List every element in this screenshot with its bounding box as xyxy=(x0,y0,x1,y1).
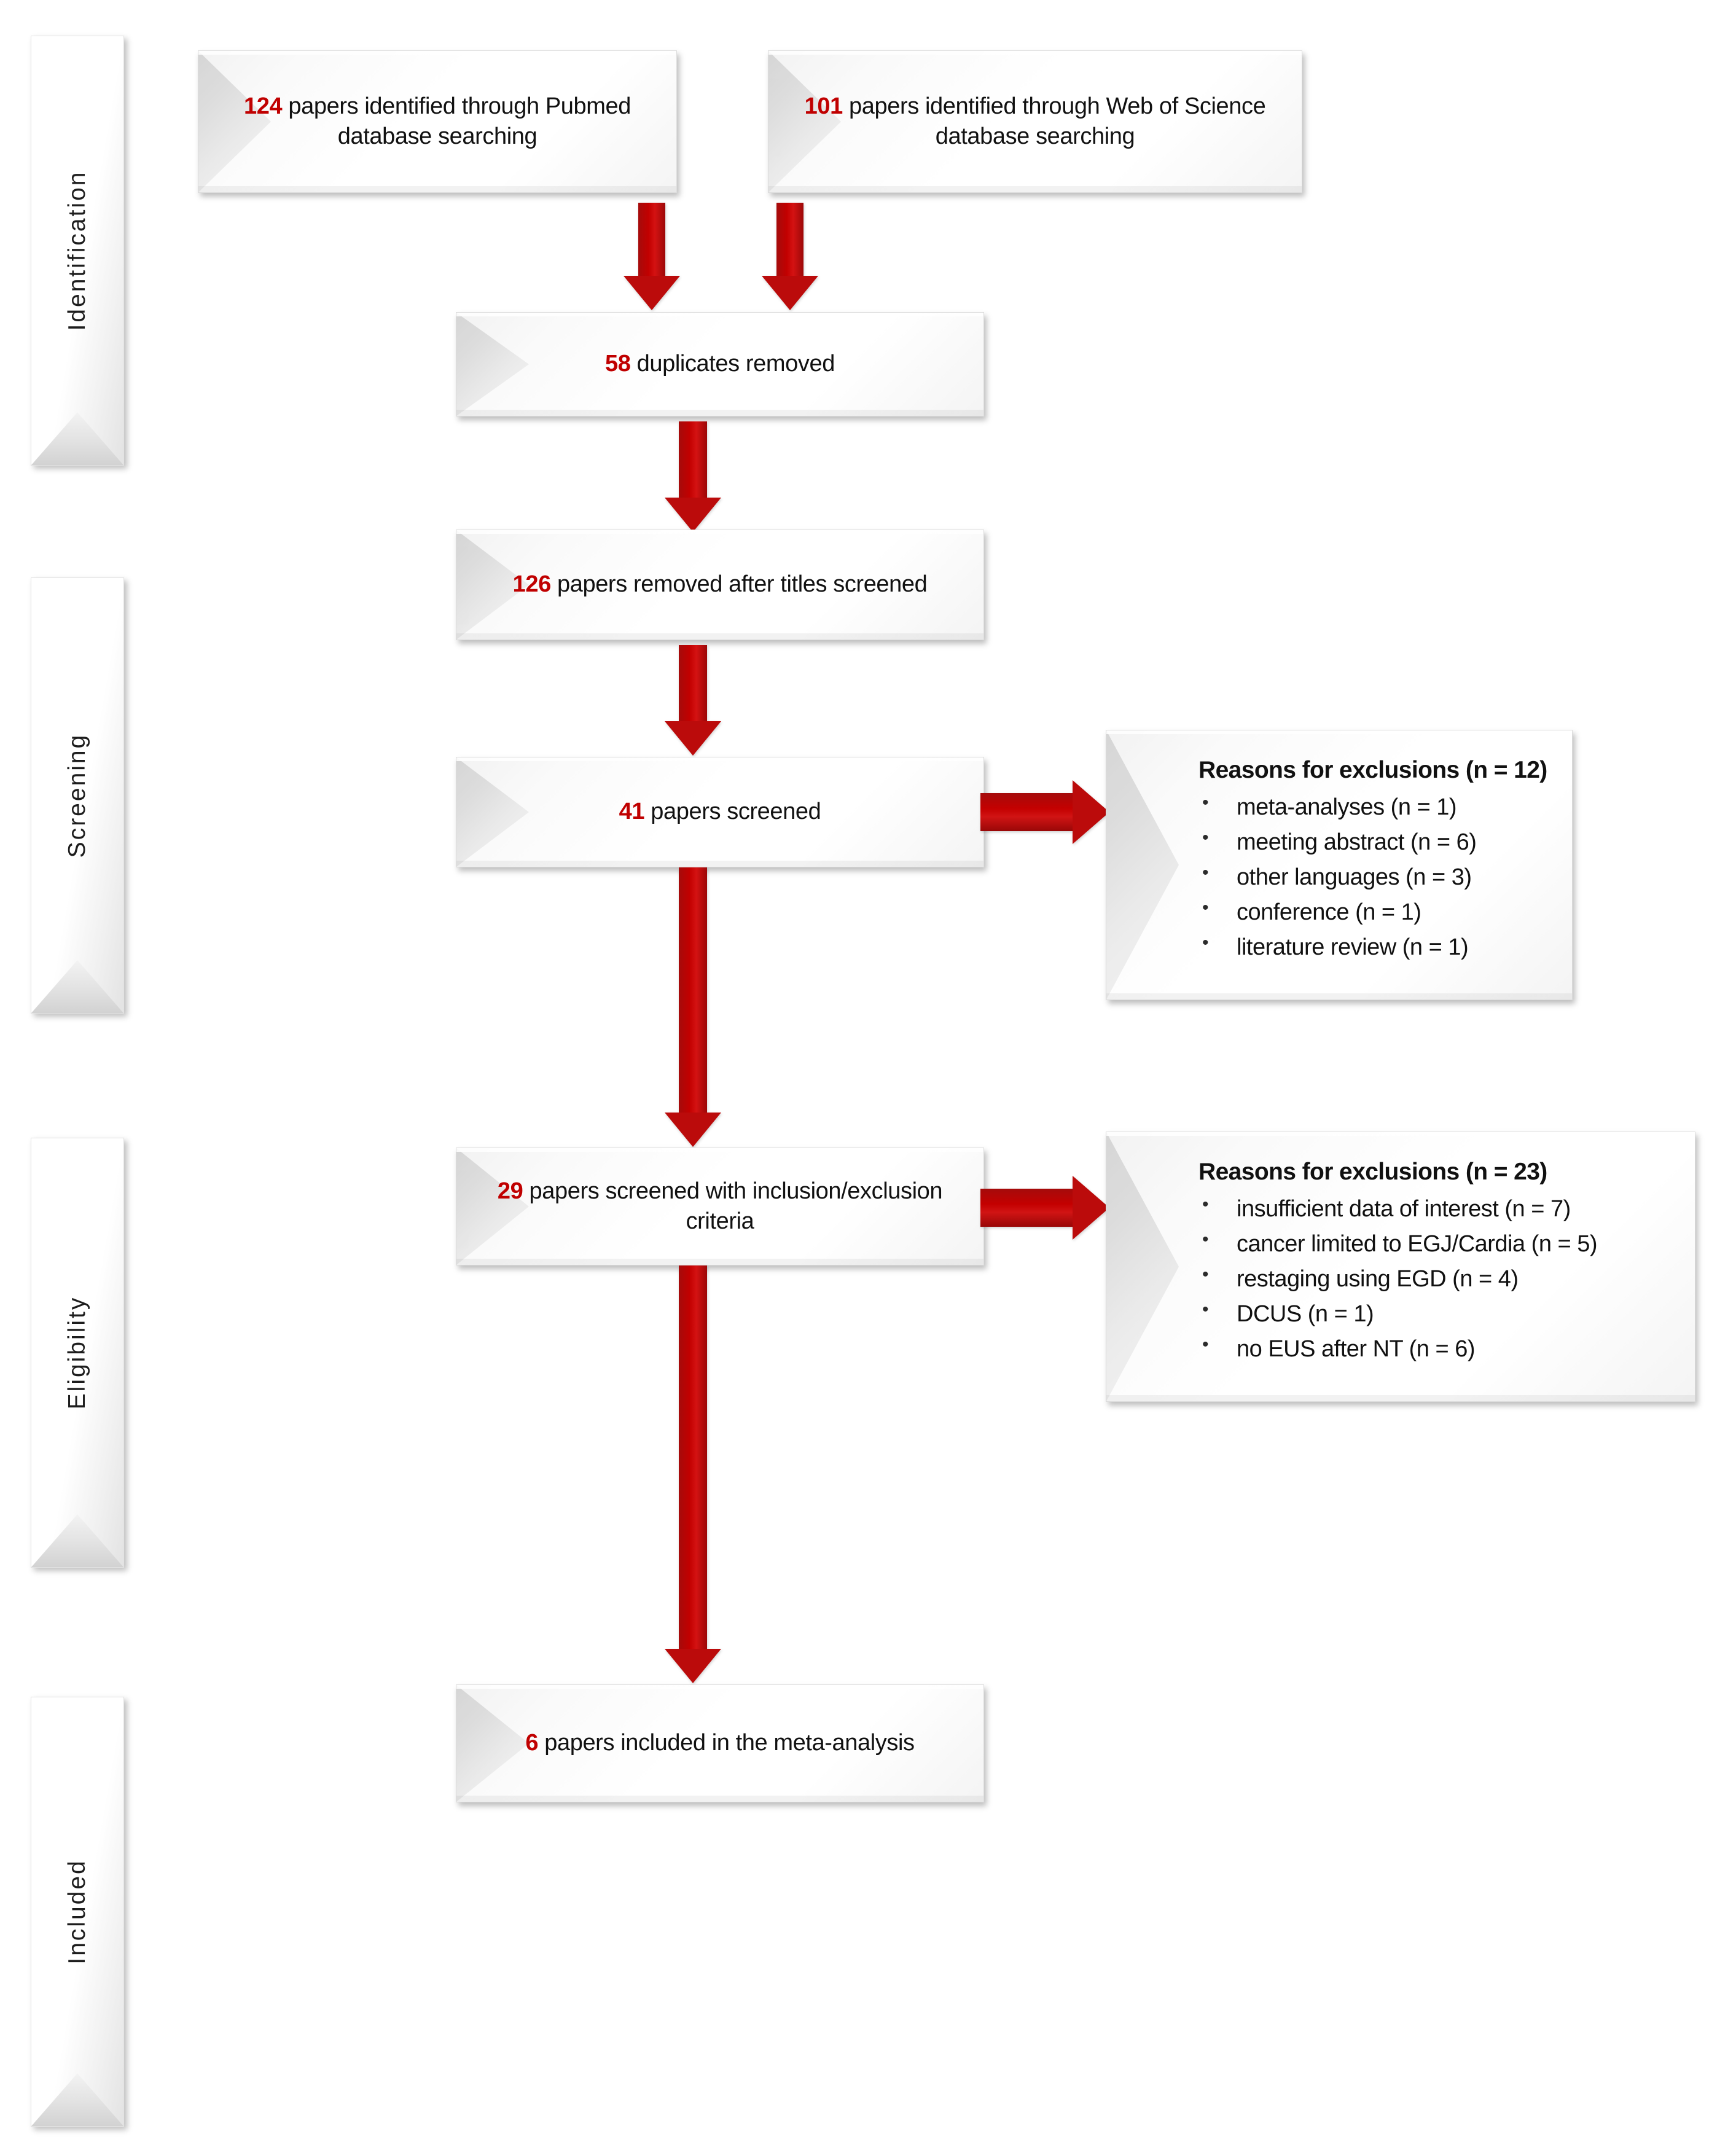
exclusions2-list: insufficient data of interest (n = 7) ca… xyxy=(1198,1191,1598,1367)
arrow-criteria-to-included-icon xyxy=(665,1265,721,1683)
node-titles-label: papers removed after titles screened xyxy=(557,571,928,598)
node-screened-text: 41 papers screened xyxy=(456,757,983,867)
node-wos-identified: 101 papers identified through Web of Sci… xyxy=(768,50,1302,193)
exclusions2-content: Reasons for exclusions (n = 23) insuffic… xyxy=(1106,1132,1695,1401)
node-included-final: 6 papers included in the meta-analysis xyxy=(456,1684,984,1802)
exclusions2-item: no EUS after NT (n = 6) xyxy=(1198,1331,1597,1367)
node-criteria-label: papers screened with inclusion/exclusion… xyxy=(529,1178,943,1234)
arrow-titles-to-screened-icon xyxy=(665,645,721,756)
stage-bar-eligibility: Eligibility xyxy=(31,1138,124,1568)
exclusions2-item: restaging using EGD (n = 4) xyxy=(1198,1261,1597,1297)
node-pubmed-count: 124 xyxy=(244,93,283,119)
arrow-screened-to-criteria-icon xyxy=(665,867,721,1147)
exclusions2-title: Reasons for exclusions (n = 23) xyxy=(1198,1159,1547,1185)
node-papers-screened: 41 papers screened xyxy=(456,757,984,867)
node-wos-count: 101 xyxy=(804,93,843,119)
arrow-duplicates-to-titles-icon xyxy=(665,421,721,532)
exclusions2-item: cancer limited to EGJ/Cardia (n = 5) xyxy=(1198,1226,1598,1262)
node-pubmed-label: papers identified through Pubmed databas… xyxy=(288,93,631,149)
exclusions1-item: meta-analyses (n = 1) xyxy=(1198,789,1476,825)
node-included-text: 6 papers included in the meta-analysis xyxy=(456,1685,983,1802)
node-duplicates-text: 58 duplicates removed xyxy=(456,313,983,416)
exclusions2-item: DCUS (n = 1) xyxy=(1198,1296,1597,1332)
node-criteria-text: 29 papers screened with inclusion/exclus… xyxy=(456,1148,983,1265)
node-duplicates-count: 58 xyxy=(605,351,631,377)
arrow-wos-to-duplicates-icon xyxy=(762,203,818,310)
exclusions1-content: Reasons for exclusions (n = 12) meta-ana… xyxy=(1106,730,1572,999)
exclusions1-item: other languages (n = 3) xyxy=(1198,859,1476,895)
exclusions1-title: Reasons for exclusions (n = 12) xyxy=(1198,757,1547,783)
exclusions1-list: meta-analyses (n = 1) meeting abstract (… xyxy=(1198,789,1477,965)
arrow-screened-to-exclusions1-icon xyxy=(980,779,1109,845)
node-titles-text: 126 papers removed after titles screened xyxy=(456,530,983,639)
node-wos-text: 101 papers identified through Web of Sci… xyxy=(768,51,1302,192)
stage-label-included: Included xyxy=(64,1859,90,1965)
node-titles-removed: 126 papers removed after titles screened xyxy=(456,530,984,640)
arrow-pubmed-to-duplicates-icon xyxy=(624,203,680,310)
node-pubmed-text: 124 papers identified through Pubmed dat… xyxy=(198,51,676,192)
exclusions-box-screening: Reasons for exclusions (n = 12) meta-ana… xyxy=(1106,730,1573,1000)
stage-label-eligibility: Eligibility xyxy=(64,1296,90,1410)
node-screened-label: papers screened xyxy=(651,799,821,825)
exclusions1-item: literature review (n = 1) xyxy=(1198,929,1476,965)
node-included-count: 6 xyxy=(525,1730,539,1756)
node-included-label: papers included in the meta-analysis xyxy=(544,1730,915,1756)
node-criteria-count: 29 xyxy=(497,1178,523,1204)
node-pubmed-identified: 124 papers identified through Pubmed dat… xyxy=(198,50,677,193)
stage-label-identification: Identification xyxy=(64,170,90,331)
node-duplicates-removed: 58 duplicates removed xyxy=(456,312,984,417)
node-titles-count: 126 xyxy=(512,571,552,598)
stage-bar-included: Included xyxy=(31,1697,124,2127)
stage-bar-screening: Screening xyxy=(31,577,124,1014)
arrow-criteria-to-exclusions2-icon xyxy=(980,1175,1109,1241)
node-duplicates-label: duplicates removed xyxy=(636,351,835,377)
node-screened-count: 41 xyxy=(619,799,645,825)
stage-label-screening: Screening xyxy=(64,733,90,858)
exclusions-box-eligibility: Reasons for exclusions (n = 23) insuffic… xyxy=(1106,1132,1695,1402)
exclusions1-item: meeting abstract (n = 6) xyxy=(1198,824,1477,860)
node-criteria-screened: 29 papers screened with inclusion/exclus… xyxy=(456,1148,984,1265)
exclusions1-item: conference (n = 1) xyxy=(1198,894,1476,930)
exclusions2-item: insufficient data of interest (n = 7) xyxy=(1198,1191,1597,1227)
stage-bar-identification: Identification xyxy=(31,36,124,466)
node-wos-label: papers identified through Web of Science… xyxy=(849,93,1266,149)
